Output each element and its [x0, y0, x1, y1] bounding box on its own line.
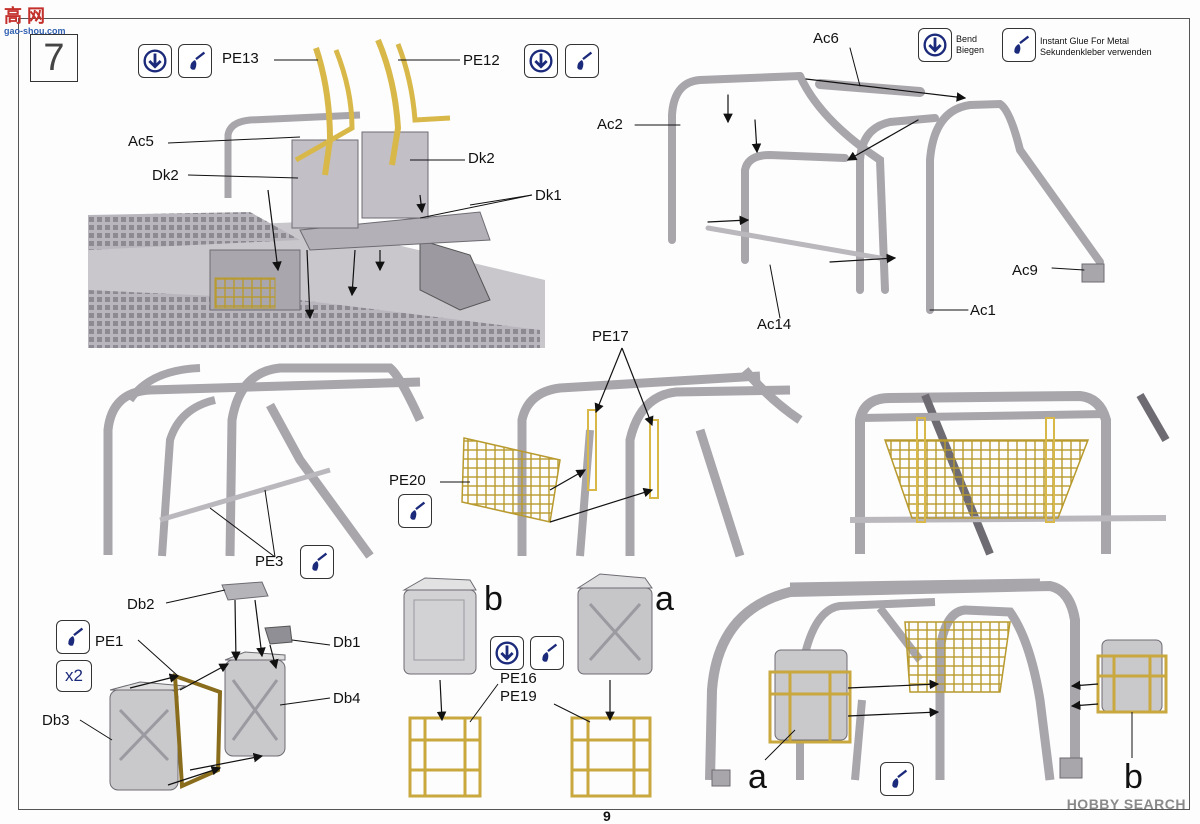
- seat-mount-box: [419, 239, 491, 311]
- quantity-x2: x2: [56, 660, 92, 692]
- variant-a-bottom: a: [748, 758, 767, 796]
- bend-icon: [524, 44, 558, 78]
- ac1-frame: [796, 72, 889, 294]
- watermark-hobby-search: HOBBY SEARCH: [1066, 796, 1186, 812]
- label-pe3: PE3: [255, 553, 284, 570]
- ac14-frame: [741, 150, 849, 264]
- page-number: 9: [603, 808, 611, 824]
- bend-icon: [138, 44, 172, 78]
- db1-nozzle: [264, 625, 293, 645]
- variant-a-top: a: [655, 580, 674, 618]
- pe20-mesh: [461, 437, 561, 523]
- label-pe19: PE19: [500, 688, 537, 705]
- jerrycan-db3: [109, 681, 187, 791]
- grate-floor: [88, 212, 300, 250]
- label-pe16: PE16: [500, 670, 537, 687]
- jerrycan-cages-panel: [402, 573, 653, 798]
- ac5-bar: [224, 111, 361, 198]
- label-db4: Db4: [333, 690, 361, 707]
- jerrycan-b: [402, 577, 477, 675]
- glue-icon: [530, 636, 564, 670]
- final-assembly-panel: [705, 578, 1168, 787]
- label-db1: Db1: [333, 634, 361, 651]
- label-ac2: Ac2: [597, 116, 623, 133]
- ac2-frame: [668, 72, 804, 244]
- label-db2: Db2: [127, 596, 155, 613]
- bend-icon: [918, 28, 952, 62]
- glue-icon: [178, 44, 212, 78]
- jerrycan-assembly-panel: [79, 581, 331, 791]
- pe16-cage: [408, 716, 482, 798]
- label-dk2-left: Dk2: [152, 167, 179, 184]
- label-ac6: Ac6: [813, 30, 839, 47]
- seat-back-left: [291, 139, 359, 229]
- label-pe20: PE20: [389, 472, 426, 489]
- watermark-logo: 高 网 gao-shou.com: [4, 6, 66, 36]
- label-ac9: Ac9: [1012, 262, 1038, 279]
- glue-icon: [300, 545, 334, 579]
- cage-pe3-panel: [103, 363, 425, 559]
- bend-icon: [490, 636, 524, 670]
- pe17-strip-left: [587, 409, 597, 491]
- label-dk2-right: Dk2: [468, 150, 495, 167]
- label-db3: Db3: [42, 712, 70, 729]
- label-ac5: Ac5: [128, 133, 154, 150]
- ac9-crossbar: [705, 225, 883, 261]
- db2-cap: [221, 581, 269, 601]
- mesh-installed-panel: [848, 390, 1170, 556]
- label-pe17: PE17: [592, 328, 629, 345]
- glue-icon: [1002, 28, 1036, 62]
- variant-b-top: b: [484, 580, 503, 618]
- pe19-cage: [570, 716, 652, 798]
- jerrycan-a: [576, 573, 653, 675]
- label-ac1: Ac1: [970, 302, 996, 319]
- mesh-installed: [883, 439, 1090, 519]
- cage-mesh-panel: [440, 347, 803, 558]
- label-pe1: PE1: [95, 633, 124, 650]
- seat-assembly-panel: [88, 38, 545, 348]
- variant-b-bottom: b: [1124, 758, 1143, 796]
- pe1-strap: [172, 673, 223, 789]
- pe-mesh-small: [214, 277, 276, 309]
- glue-icon: [398, 494, 432, 528]
- label-ac14: Ac14: [757, 316, 792, 333]
- seat-belt-pe12: [375, 38, 402, 166]
- step-number: 7: [30, 34, 78, 82]
- label-dk1: Dk1: [535, 187, 562, 204]
- pe17-strip-right: [649, 419, 659, 499]
- glue-icon: [56, 620, 90, 654]
- label-pe13: PE13: [222, 50, 259, 67]
- page-frame: [18, 18, 1190, 810]
- label-pe12: PE12: [463, 52, 500, 69]
- rollcage-parts-panel: [634, 47, 1105, 319]
- glue-icon: [565, 44, 599, 78]
- glue-icon: [880, 762, 914, 796]
